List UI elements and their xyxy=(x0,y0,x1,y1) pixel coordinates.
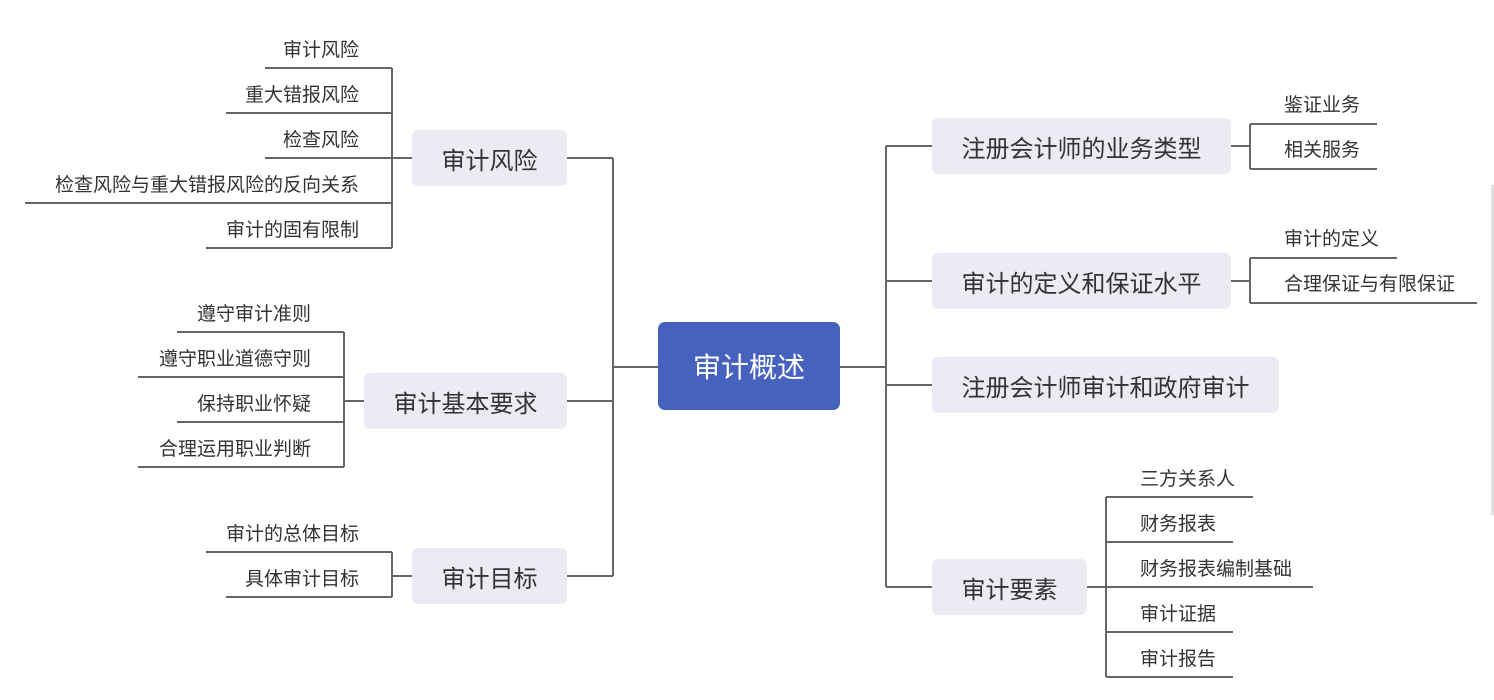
leaf-node[interactable]: 财务报表 xyxy=(1140,513,1217,535)
leaf-node[interactable]: 鉴证业务 xyxy=(1284,94,1361,116)
leaf-node[interactable]: 具体审计目标 xyxy=(244,568,359,590)
branch-node-audit-risk[interactable]: 审计风险 xyxy=(412,130,567,186)
branch-node-basic-requirements[interactable]: 审计基本要求 xyxy=(364,373,567,429)
leaf-node[interactable]: 重大错报风险 xyxy=(244,84,359,106)
leaf-node[interactable]: 遵守审计准则 xyxy=(196,303,311,325)
vertical-scrollbar[interactable] xyxy=(1491,185,1494,515)
leaf-node[interactable]: 审计的总体目标 xyxy=(225,523,359,545)
leaf-node[interactable]: 审计风险 xyxy=(282,39,359,61)
leaf-node[interactable]: 遵守职业道德守则 xyxy=(158,348,311,370)
leaf-node[interactable]: 审计证据 xyxy=(1140,603,1217,625)
leaf-node[interactable]: 检查风险 xyxy=(282,129,359,151)
leaf-node[interactable]: 三方关系人 xyxy=(1140,468,1236,490)
leaf-node[interactable]: 财务报表编制基础 xyxy=(1140,558,1293,580)
branch-node-audit-objectives[interactable]: 审计目标 xyxy=(412,548,567,604)
leaf-node[interactable]: 检查风险与重大错报风险的反向关系 xyxy=(54,174,359,196)
branch-node-cpa-business-types[interactable]: 注册会计师的业务类型 xyxy=(932,118,1231,174)
branch-node-audit-definition[interactable]: 审计的定义和保证水平 xyxy=(932,253,1231,309)
leaf-node[interactable]: 合理运用职业判断 xyxy=(158,438,311,460)
leaf-node[interactable]: 审计的定义 xyxy=(1284,228,1380,250)
leaf-node[interactable]: 相关服务 xyxy=(1284,139,1361,161)
leaf-node[interactable]: 合理保证与有限保证 xyxy=(1284,273,1456,295)
leaf-node[interactable]: 审计的固有限制 xyxy=(225,219,359,241)
leaf-node[interactable]: 保持职业怀疑 xyxy=(196,393,311,415)
root-node[interactable]: 审计概述 xyxy=(658,322,840,410)
branch-node-cpa-vs-government-audit[interactable]: 注册会计师审计和政府审计 xyxy=(932,357,1279,413)
branch-node-audit-elements[interactable]: 审计要素 xyxy=(932,559,1087,615)
leaf-node[interactable]: 审计报告 xyxy=(1140,648,1217,670)
